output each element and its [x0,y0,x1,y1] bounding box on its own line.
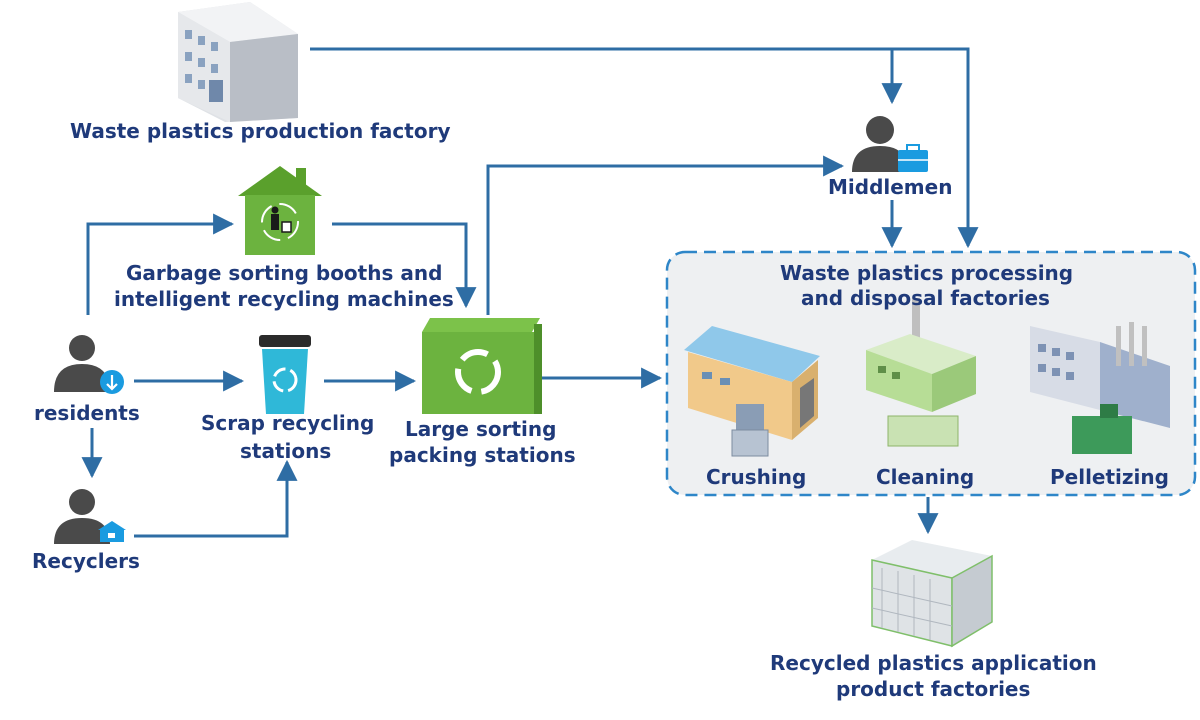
label-large-line2: packing stations [389,443,576,467]
arrow-residents-to-booths [86,213,235,315]
recyclers-person-icon [54,489,126,544]
application-factory-icon [871,540,993,648]
label-processing-line2: and disposal factories [801,286,1050,310]
label-scrap-line1: Scrap recycling [201,411,375,435]
office-building-icon [178,2,298,122]
arrow-large-to-middlemen [486,155,845,315]
label-pelletizing: Pelletizing [1050,465,1169,489]
residents-person-icon [54,335,124,394]
label-large-line1: Large sorting [405,417,557,441]
arrow-booths-to-large [332,222,477,309]
pelletizing-factory-icon [1030,322,1170,454]
recycling-crate-icon [422,318,542,414]
crushing-factory-icon [684,326,820,457]
recycling-house-icon [238,166,322,255]
label-processing-line1: Waste plastics processing [780,261,1074,285]
recycling-bin-icon [259,335,311,414]
label-application-line1: Recycled plastics application [770,651,1097,675]
arrow-factory-to-processing [892,47,979,249]
label-middlemen: Middlemen [828,175,953,199]
cleaning-factory-icon [866,298,976,447]
label-application-line2: product factories [836,677,1031,701]
label-booths-line1: Garbage sorting booths and [126,261,443,285]
arrow-factory-to-middlemen [310,47,903,105]
label-crushing: Crushing [706,465,807,489]
label-cleaning: Cleaning [876,465,975,489]
label-scrap-line2: stations [240,439,332,463]
label-recyclers: Recyclers [32,549,140,573]
label-production-factory: Waste plastics production factory [70,119,451,143]
label-residents: residents [34,401,140,425]
middlemen-person-icon [852,116,928,172]
arrow-recyclers-to-scrap [134,459,298,538]
label-booths-line2: intelligent recycling machines [114,287,454,311]
